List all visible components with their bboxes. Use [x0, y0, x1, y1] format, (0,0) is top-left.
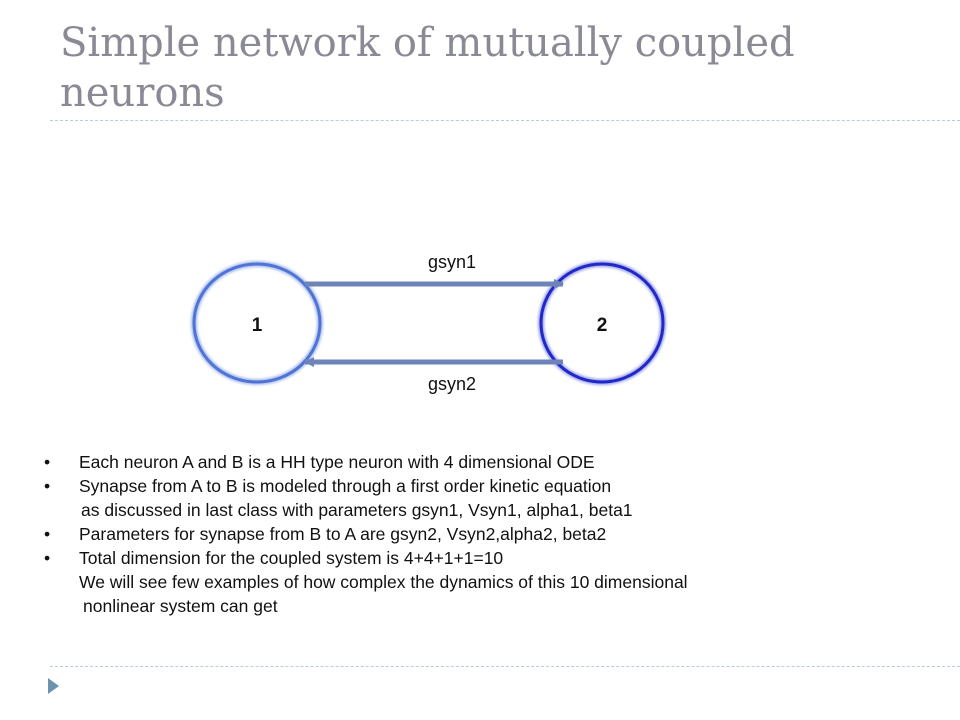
gsyn2-label: gsyn2	[428, 374, 476, 394]
bullet-text: Parameters for synapse from B to A are g…	[79, 524, 607, 544]
bullet-line: • Total dimension for the coupled system…	[40, 546, 940, 570]
bullet-continuation: as discussed in last class with paramete…	[40, 498, 940, 522]
bullet-marker: •	[44, 452, 51, 472]
bullet-marker: •	[44, 524, 51, 544]
bullet-text: Synapse from A to B is modeled through a…	[79, 476, 612, 496]
bullet-marker: •	[44, 548, 51, 568]
bullet-list: • Each neuron A and B is a HH type neuro…	[40, 450, 940, 618]
neuron-1-label: 1	[252, 315, 263, 336]
gsyn1-label: gsyn1	[428, 252, 476, 272]
neuron-2-node: 2	[538, 261, 666, 385]
bullet-text: Total dimension for the coupled system i…	[79, 548, 504, 568]
bullet-line: • Each neuron A and B is a HH type neuro…	[40, 450, 940, 474]
bullet-continuation: nonlinear system can get	[40, 594, 940, 618]
neuron-2-circle	[539, 262, 665, 384]
neuron-1-circle	[192, 262, 322, 384]
neuron-2-label: 2	[597, 315, 608, 336]
bullet-text: Each neuron A and B is a HH type neuron …	[79, 452, 595, 472]
footer-divider	[50, 666, 960, 667]
bullet-text: We will see few examples of how complex …	[79, 572, 688, 592]
bullet-continuation: We will see few examples of how complex …	[40, 570, 940, 594]
neuron-1-node: 1	[191, 261, 323, 385]
bullet-line: • Synapse from A to B is modeled through…	[40, 474, 940, 498]
bullet-line: • Parameters for synapse from B to A are…	[40, 522, 940, 546]
slide-marker-icon	[48, 678, 59, 694]
bullet-marker: •	[44, 476, 51, 496]
bullet-text: nonlinear system can get	[83, 596, 278, 616]
title-divider	[50, 120, 960, 121]
slide-title: Simple network of mutually coupled neuro…	[60, 20, 795, 116]
bullet-text: as discussed in last class with paramete…	[81, 500, 633, 520]
